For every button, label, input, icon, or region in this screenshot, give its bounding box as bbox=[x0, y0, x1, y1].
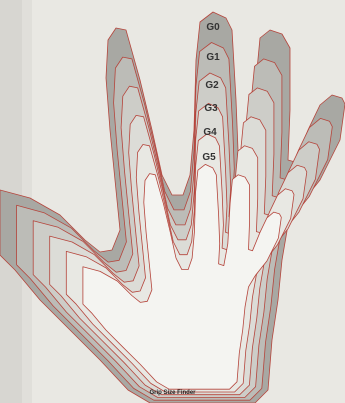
size-label-g2: G2 bbox=[205, 80, 219, 91]
size-label-g3: G3 bbox=[204, 103, 218, 114]
size-label-g4: G4 bbox=[203, 127, 217, 138]
size-label-g1: G1 bbox=[206, 52, 220, 63]
size-label-g5: G5 bbox=[202, 152, 216, 163]
size-label-g0: G0 bbox=[206, 22, 220, 33]
figure-caption: Grip Size Finder bbox=[0, 390, 345, 396]
